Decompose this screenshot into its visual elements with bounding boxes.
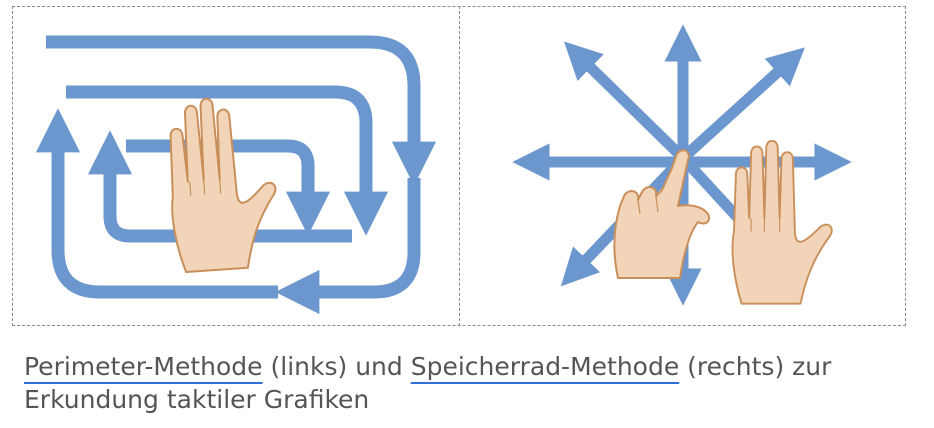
hand-icon — [163, 93, 282, 274]
caption-line-2: Erkundung taktiler Grafiken — [24, 385, 370, 414]
perimeter-arrow-icon-5 — [126, 139, 331, 236]
caption-text-middle: (links) und — [262, 352, 411, 381]
method-diagram — [35, 24, 852, 315]
spoke-arrow-icon-northeast — [679, 47, 805, 163]
pointing-hand-icon — [613, 149, 710, 279]
figure-caption: Perimeter-Methode (links) und Speicherra… — [24, 350, 929, 416]
perimeter-arrow-icon-4 — [66, 85, 389, 236]
perimeter-arrow-icon-6 — [87, 130, 352, 243]
perimeter-method-panel — [35, 35, 437, 315]
perimeter-arrow-icon-2 — [275, 178, 421, 315]
spoke-arrow-icon-northwest — [563, 41, 687, 162]
perimeter-arrow-icon-1 — [46, 35, 437, 186]
caption-term-speicherrad: Speicherrad-Methode — [410, 352, 680, 381]
caption-term-perimeter: Perimeter-Methode — [24, 352, 263, 381]
panel-divider — [459, 6, 460, 326]
perimeter-arrow-icon-3 — [35, 108, 278, 299]
caption-text-end: (rechts) zur — [679, 352, 832, 381]
